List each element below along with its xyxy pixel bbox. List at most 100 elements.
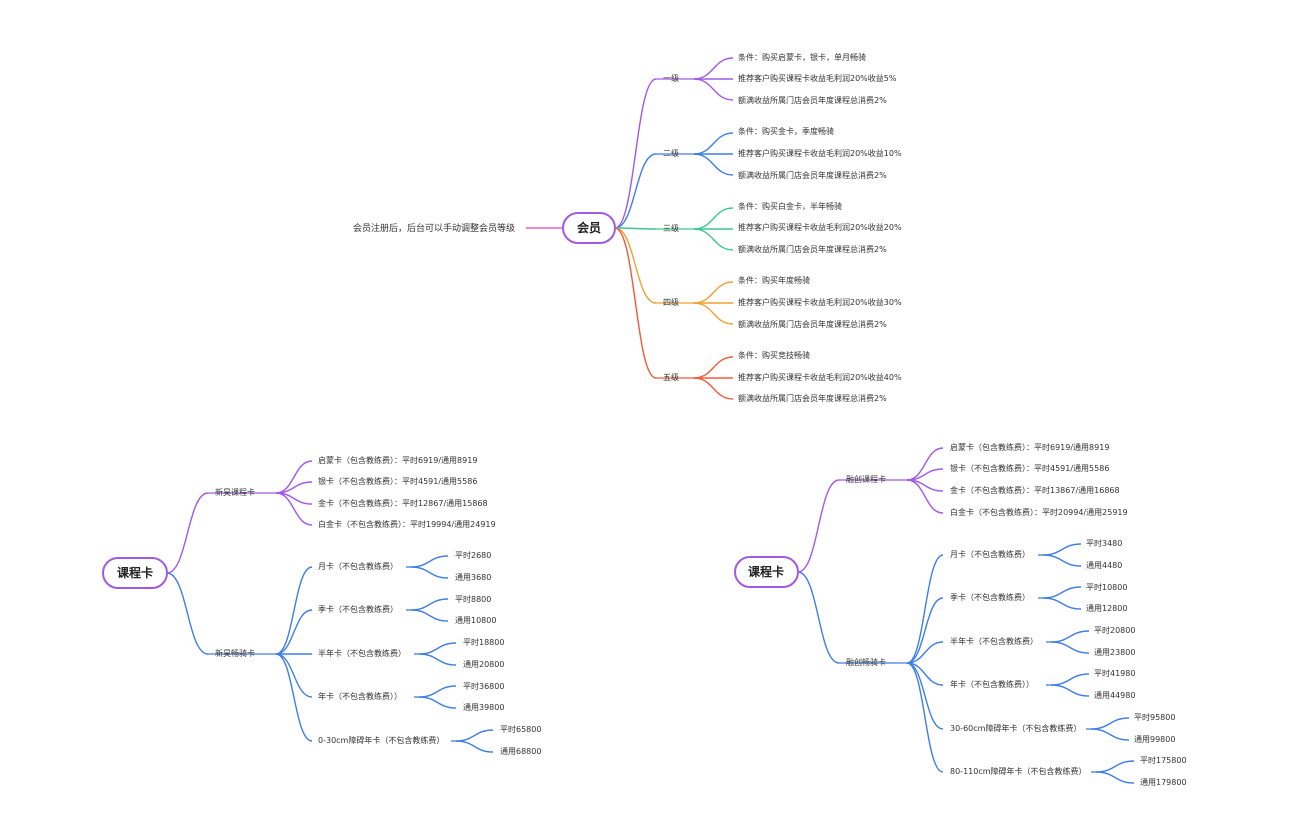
level-3-bonus: 额满收益所属门店会员年度课程总消费2%	[738, 244, 887, 254]
member-leaf-edge	[693, 153, 734, 176]
right-root-node[interactable]	[734, 556, 799, 588]
level-5-referral: 推荐客户购买课程卡收益毛利润20%收益40%	[738, 372, 902, 382]
left-branch-edge	[166, 492, 209, 574]
level-1-label[interactable]: 一级	[663, 73, 679, 83]
left-price-edge	[418, 653, 457, 666]
level-4-referral: 推荐客户购买课程卡收益毛利润20%收益30%	[738, 297, 902, 307]
level-1-referral: 推荐客户购买课程卡收益毛利润20%收益5%	[738, 73, 897, 83]
right-price-edge	[1050, 641, 1090, 654]
left-price-edge	[410, 555, 449, 568]
right-ride-price: 通用23800	[1094, 647, 1135, 657]
right-ride-item: 月卡（不包含教练费）	[950, 549, 1030, 559]
member-leaf-edge	[693, 132, 734, 155]
left-price-edge	[410, 566, 449, 579]
left-ride-price: 平时2680	[455, 550, 491, 560]
member-branch-edge	[614, 227, 657, 304]
left-price-edge	[455, 729, 494, 742]
right-ride-edge	[906, 554, 944, 664]
level-3-condition: 条件：购买白金卡，半年畅骑	[738, 201, 842, 211]
left-ride-edge	[275, 653, 313, 742]
level-4-label[interactable]: 四级	[663, 297, 679, 307]
left-root-title: 课程卡	[117, 565, 153, 580]
right-ride-item: 半年卡（不包含教练费）	[950, 636, 1038, 646]
right-ride-item: 80-110cm障碍年卡（不包含教练费）	[950, 766, 1087, 776]
right-price-edge	[1095, 760, 1135, 773]
right-ride-price: 通用179800	[1140, 777, 1187, 787]
level-5-label[interactable]: 五级	[663, 372, 679, 382]
right-course-item: 启蒙卡（包含教练费）：平时6919/通用8919	[950, 442, 1109, 452]
left-course-item: 银卡（不包含教练费）：平时4591/通用5586	[318, 476, 477, 486]
right-course-label[interactable]: 融创课程卡	[846, 474, 886, 484]
level-1-bonus: 额满收益所属门店会员年度课程总消费2%	[738, 95, 887, 105]
left-ride-item: 半年卡（不包含教练费）	[318, 648, 406, 658]
right-price-edge	[1050, 684, 1090, 697]
left-ride-price: 通用68800	[500, 746, 541, 756]
right-price-edge	[1042, 554, 1082, 567]
right-course-item: 白金卡（不包含教练费）：平时20994/通用25919	[950, 507, 1128, 517]
left-branch-edge	[166, 572, 209, 655]
right-ride-price: 平时41980	[1094, 668, 1135, 678]
left-course-label[interactable]: 新昊课程卡	[215, 487, 255, 497]
level-3-referral: 推荐客户购买课程卡收益毛利润20%收益20%	[738, 222, 902, 232]
left-ride-item: 年卡（不包含教练费））	[318, 691, 402, 701]
right-ride-price: 通用99800	[1134, 734, 1175, 744]
right-ride-price: 平时175800	[1140, 755, 1187, 765]
member-leaf-edge	[693, 228, 734, 251]
left-ride-label[interactable]: 新昊畅骑卡	[215, 648, 255, 658]
right-ride-edge	[906, 662, 944, 773]
member-note: 会员注册后，后台可以手动调整会员等级	[353, 222, 515, 234]
right-price-edge	[1090, 717, 1130, 730]
left-ride-price: 平时18800	[463, 637, 504, 647]
member-leaf-edge	[693, 281, 734, 304]
level-1-condition: 条件：购买启蒙卡，银卡，单月畅骑	[738, 52, 866, 62]
right-course-edge	[906, 479, 944, 514]
left-course-item: 白金卡（不包含教练费）：平时19994/通用24919	[318, 519, 496, 529]
level-2-label[interactable]: 二级	[663, 148, 679, 158]
member-branch-edge	[614, 153, 657, 229]
right-root-title: 课程卡	[748, 564, 784, 579]
right-price-edge	[1090, 728, 1130, 741]
left-price-edge	[418, 642, 457, 655]
left-price-edge	[418, 696, 457, 709]
member-branch-edge	[614, 227, 657, 379]
member-leaf-edge	[693, 377, 734, 400]
left-root-node[interactable]	[102, 557, 168, 589]
left-course-edge	[275, 492, 313, 526]
member-leaf-edge	[693, 57, 734, 80]
right-ride-edge	[906, 662, 944, 730]
right-ride-label[interactable]: 融创畅骑卡	[846, 657, 886, 667]
left-ride-price: 通用3680	[455, 572, 491, 582]
right-ride-edge	[906, 641, 944, 664]
member-leaf-edge	[693, 78, 734, 101]
right-ride-price: 平时10800	[1086, 582, 1127, 592]
right-price-edge	[1042, 597, 1082, 610]
right-ride-price: 通用12800	[1086, 603, 1127, 613]
right-price-edge	[1042, 543, 1082, 556]
left-ride-price: 通用10800	[455, 615, 496, 625]
level-2-bonus: 额满收益所属门店会员年度课程总消费2%	[738, 170, 887, 180]
level-4-condition: 条件：购买年度畅骑	[738, 275, 810, 285]
left-ride-price: 通用20800	[463, 659, 504, 669]
left-ride-item: 0-30cm障碍年卡（不包含教练费）	[318, 735, 444, 745]
left-price-edge	[455, 740, 494, 753]
mind-map-edges	[166, 57, 1135, 784]
right-ride-item: 30-60cm障碍年卡（不包含教练费）	[950, 723, 1081, 733]
member-branch-edge	[614, 78, 657, 229]
member-leaf-edge	[693, 207, 734, 230]
member-leaf-edge	[693, 356, 734, 379]
member-root-node[interactable]	[562, 212, 616, 244]
left-ride-price: 平时36800	[463, 681, 504, 691]
member-leaf-edge	[693, 302, 734, 325]
right-ride-price: 平时20800	[1094, 625, 1135, 635]
right-price-edge	[1042, 586, 1082, 599]
right-price-edge	[1050, 673, 1090, 686]
level-3-label[interactable]: 三级	[663, 223, 679, 233]
right-branch-edge	[797, 571, 840, 664]
right-ride-edge	[906, 597, 944, 664]
right-ride-price: 平时3480	[1086, 538, 1122, 548]
left-price-edge	[410, 609, 449, 622]
left-card-tree: 课程卡 新昊课程卡 启蒙卡（包含教练费）：平时6919/通用8919 银卡（不包…	[102, 455, 541, 756]
left-ride-price: 平时65800	[500, 724, 541, 734]
level-5-condition: 条件：购买竞技畅骑	[738, 350, 810, 360]
